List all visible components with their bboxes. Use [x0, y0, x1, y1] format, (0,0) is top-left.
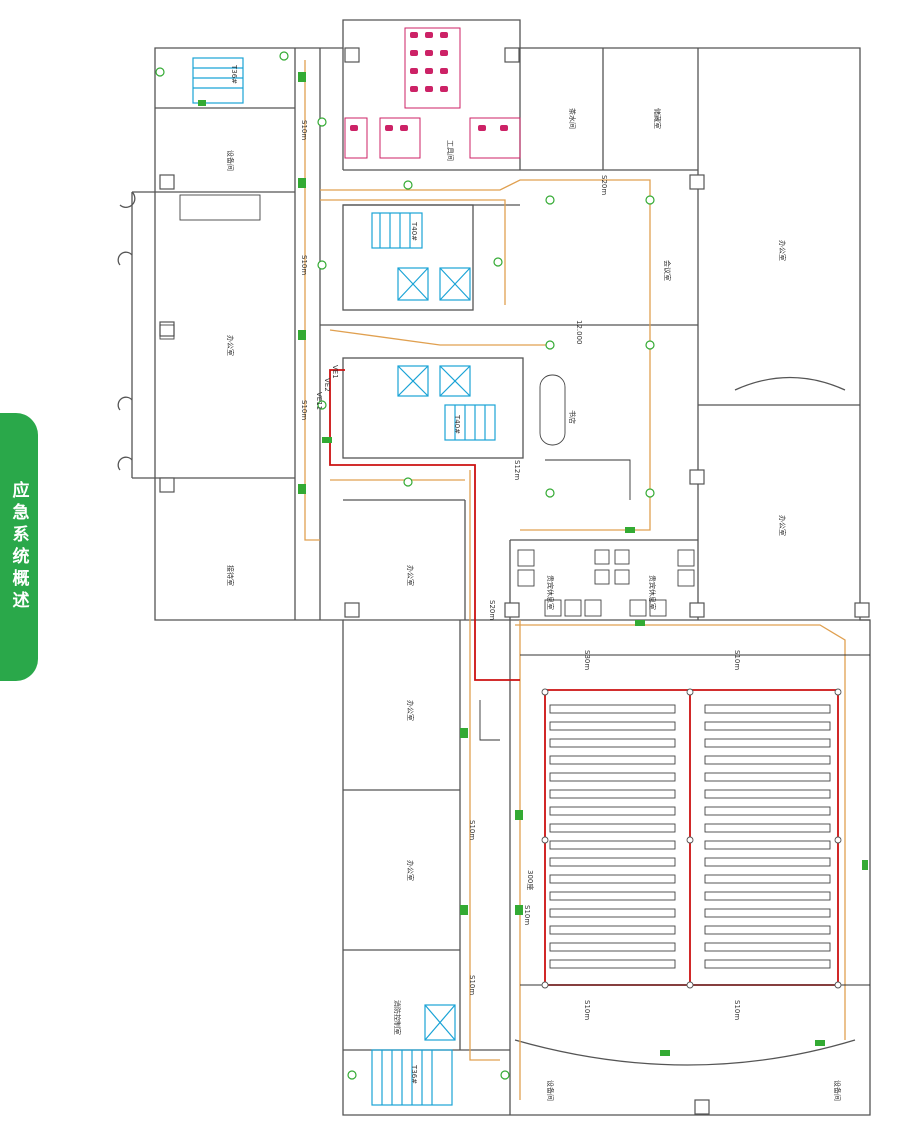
room-label-office-s2: 办公室 — [406, 860, 415, 881]
section-tab: 应急系统概述 — [0, 413, 38, 681]
room-label-equipment-se: 设备间 — [833, 1080, 842, 1101]
cable-label-10: S10m — [733, 1000, 741, 1020]
ve1-label: VE1 — [331, 365, 339, 379]
room-label-conference: 会议室 — [663, 260, 672, 281]
ve11-label: VE11 — [315, 392, 323, 410]
room-label-office-west: 办公室 — [226, 335, 235, 356]
toilet-icon — [350, 32, 508, 131]
cable-label-12: S10m — [523, 905, 531, 925]
room-label-equipment-sw: 设备间 — [546, 1080, 555, 1101]
west-wing-wall — [131, 191, 155, 479]
stair-label-c2: T40# — [453, 414, 461, 434]
ve2-label: VE2 — [323, 378, 331, 392]
cable-label-9: S10m — [583, 1000, 591, 1020]
room-label-office-c: 办公室 — [406, 565, 415, 586]
cable-label-6: S30m — [583, 650, 591, 670]
cable-label-2: S10m — [300, 120, 308, 140]
cable-label-11: S12m — [513, 460, 521, 480]
cable-label-4: S10m — [300, 400, 308, 420]
room-label-vip1: 贵宾休息室 — [546, 575, 555, 610]
cable-label-5: S20m — [488, 600, 496, 620]
room-label-office-s1: 办公室 — [406, 700, 415, 721]
room-label-bookstore: 书店 — [568, 410, 577, 424]
stair-label-c1: T40# — [410, 221, 418, 241]
cable-label-7: S10m — [733, 650, 741, 670]
cable-label-3: S10m — [300, 255, 308, 275]
exit-sign-icon — [198, 72, 868, 1056]
room-label-vip2: 贵宾休息室 — [648, 575, 657, 610]
room-label-pantry: 茶水间 — [568, 108, 577, 129]
stair-icon — [192, 57, 496, 1106]
room-label-office-e: 办公室 — [778, 515, 787, 536]
cable-label-1: S20m — [600, 175, 608, 195]
seat-icon — [549, 704, 831, 969]
room-label-reception: 接待室 — [226, 565, 235, 586]
room-label-storage: 储藏室 — [653, 108, 662, 129]
hall-capacity-label: 300座 — [526, 870, 535, 890]
room-label-equipment: 设备间 — [226, 150, 235, 171]
room-label-janitor: 工具间 — [446, 140, 454, 161]
emergency-light-icon — [155, 51, 655, 1080]
elevator-icon — [397, 267, 471, 1041]
stair-label-ne: T36# — [230, 64, 238, 84]
room-label-office-ne: 办公室 — [778, 240, 787, 261]
cable-label-13: S10m — [468, 975, 476, 995]
room-label-control: 消防控制室 — [393, 1000, 402, 1035]
section-tab-label: 应急系统概述 — [8, 481, 29, 613]
stair-label-se: T36# — [410, 1064, 418, 1084]
cable-label-8: S10m — [468, 820, 476, 840]
elevation-label: 12.000 — [575, 320, 583, 345]
